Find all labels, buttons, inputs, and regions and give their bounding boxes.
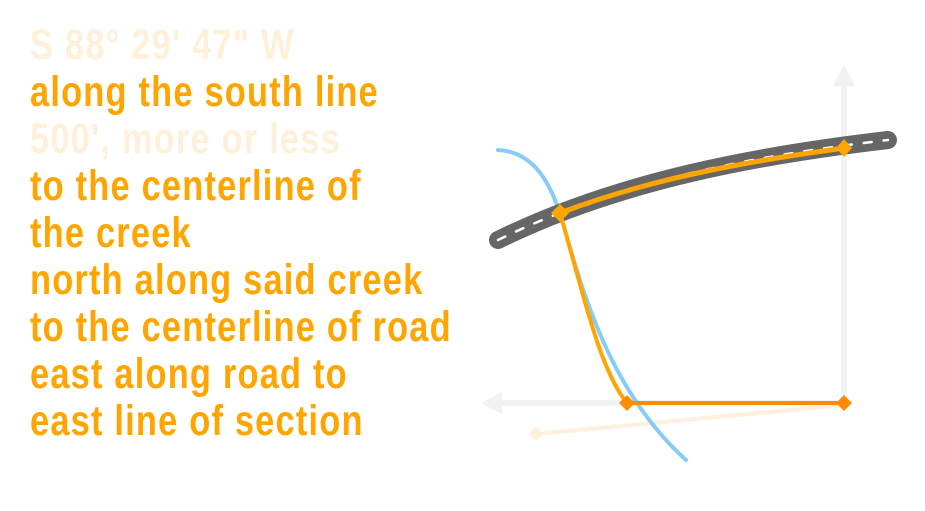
faded-bearing-line [529, 403, 845, 441]
corner-marker-creek-road [551, 204, 569, 222]
road [489, 131, 897, 249]
corner-marker-road-east [836, 139, 852, 157]
description-line-north-creek: north along said creek [30, 256, 424, 304]
description-line-creek: the creek [30, 209, 192, 257]
corner-marker-southeast [836, 395, 852, 411]
description-line-east-section: east line of section [30, 397, 364, 445]
boundary-road-segment [559, 145, 845, 216]
north-axis [833, 65, 855, 404]
boundary-creek-segment [558, 212, 629, 405]
description-line-centerline: to the centerline of [30, 162, 362, 210]
description-line-distance: 500', more or less [30, 115, 341, 163]
corner-marker-creek-south [619, 395, 635, 411]
legal-description: S 88° 29' 47" W along the south line 500… [30, 22, 557, 445]
description-line-south-line: along the south line [30, 68, 379, 116]
description-line-east-road: east along road to [30, 350, 348, 398]
description-line-bearing: S 88° 29' 47" W [30, 21, 295, 69]
description-line-road-centerline: to the centerline of road [30, 303, 452, 351]
